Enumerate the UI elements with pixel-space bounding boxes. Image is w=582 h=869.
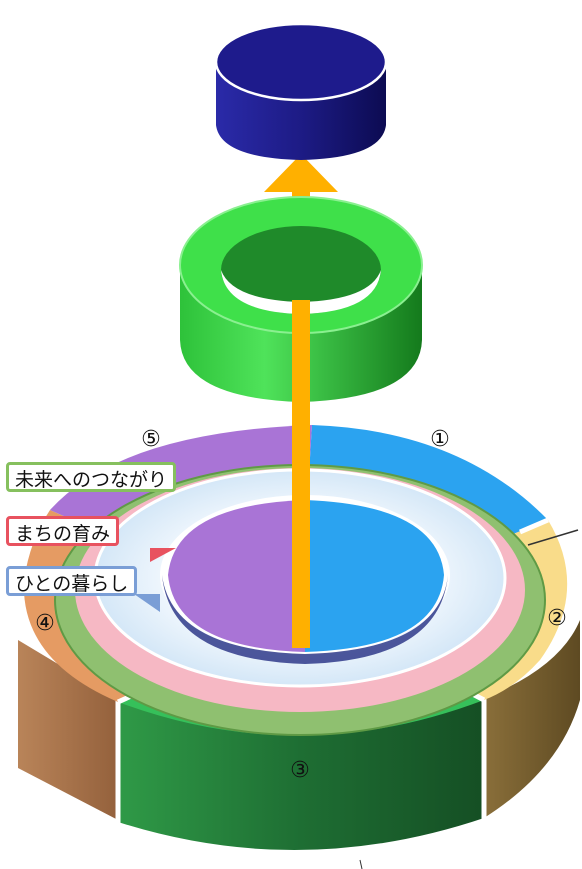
callout-tail-hito: [134, 594, 160, 612]
segment-number-labels: ① ② ③ ④ ⑤: [35, 427, 567, 783]
top-disk-top: [216, 24, 386, 100]
segment-2-number: ②: [547, 606, 567, 631]
upward-arrow-head: [264, 154, 338, 192]
label-mirai-callout: 未来へのつながり: [6, 462, 177, 492]
base-side-seg2: [484, 620, 580, 818]
callout-tail-machi: [150, 548, 176, 562]
label-mirai: 未来へのつながり: [15, 469, 168, 491]
leader-line: [527, 529, 579, 546]
segment-1-number: ①: [430, 427, 450, 452]
upward-arrow-shaft-front: [292, 300, 310, 402]
segment-4-number: ④: [35, 611, 55, 636]
tick-mark: [359, 859, 363, 869]
label-hito-callout: ひとの暮らし: [6, 566, 138, 596]
segment-3-number: ③: [290, 758, 310, 783]
green-ring-hole-back: [221, 270, 381, 314]
inner-floor-blue: [305, 500, 444, 652]
label-hito: ひとの暮らし: [15, 573, 129, 595]
label-machi: まちの育み: [15, 523, 111, 545]
base-side-seg3: [118, 698, 484, 851]
segment-5-number: ⑤: [141, 427, 161, 452]
label-machi-callout: まちの育み: [6, 516, 120, 546]
green-ring-hole: [221, 226, 381, 314]
inner-floor-purple: [168, 500, 305, 652]
